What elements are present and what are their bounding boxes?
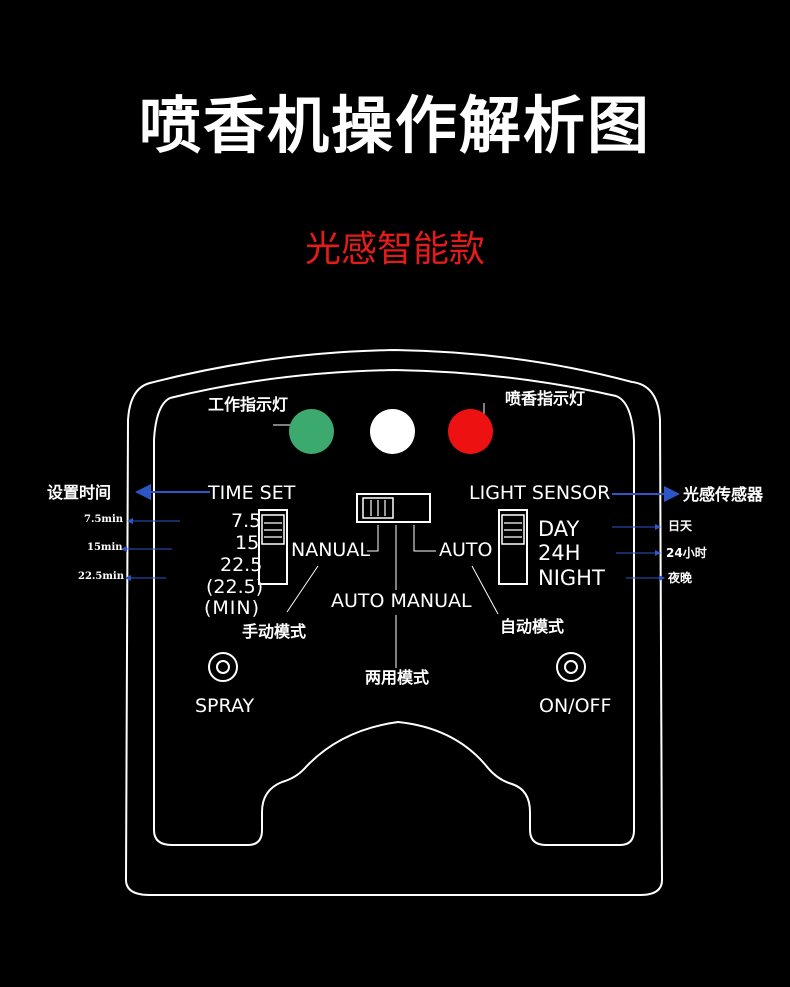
- spray-button[interactable]: [208, 652, 238, 682]
- time-set-label: TIME SET: [208, 482, 296, 504]
- light-option-day: DAY: [538, 517, 580, 541]
- auto-mode-cn-label: 自动模式: [500, 617, 565, 636]
- time-option-22-5-paren: (22.5): [206, 576, 264, 598]
- light-sensor-label: LIGHT SENSOR: [469, 482, 611, 504]
- inner-panel: [153, 368, 635, 846]
- manual-mode-cn-label: 手动模式: [242, 622, 307, 641]
- spray-indicator-light: [448, 409, 493, 454]
- light-option-night: NIGHT: [538, 566, 605, 590]
- manual-label: NANUAL: [291, 539, 370, 561]
- light-switch-frame: [498, 509, 528, 585]
- dual-mode-cn-label: 两用模式: [365, 668, 430, 687]
- on-off-button[interactable]: [556, 652, 586, 682]
- time-option-15: 15: [235, 532, 260, 554]
- outer-casing: [124, 348, 664, 896]
- light-side-24h: 24小时: [666, 546, 707, 560]
- time-side-22-5: 22.5min: [78, 571, 125, 582]
- page-title: 喷香机操作解析图: [138, 89, 651, 162]
- time-option-7-5: 7.5: [231, 510, 262, 532]
- auto-label: AUTO: [439, 539, 493, 561]
- light-option-24h: 24H: [538, 541, 581, 565]
- light-side-day: 日天: [668, 519, 693, 533]
- work-indicator-light: [289, 409, 334, 454]
- time-set-cn-label: 设置时间: [47, 483, 112, 502]
- work-indicator-label: 工作指示灯: [208, 395, 289, 414]
- light-side-night: 夜晚: [668, 571, 693, 585]
- time-option-22-5: 22.5: [220, 554, 263, 576]
- time-side-15: 15min: [87, 542, 123, 553]
- time-switch-frame: [258, 509, 288, 585]
- page-subtitle: 光感智能款: [304, 229, 485, 270]
- light-sensor-cn-label: 光感传感器: [683, 485, 764, 504]
- spray-label: SPRAY: [195, 695, 255, 717]
- mode-switch-knob: [362, 497, 394, 519]
- on-off-label: ON/OFF: [539, 695, 612, 717]
- middle-indicator-light: [370, 409, 415, 454]
- mode-switch-frame: [356, 493, 431, 523]
- time-side-7-5: 7.5min: [84, 514, 124, 525]
- auto-manual-label: AUTO MANUAL: [331, 590, 472, 612]
- spray-indicator-label: 喷香指示灯: [505, 389, 586, 408]
- time-unit-min: (MIN): [204, 597, 261, 619]
